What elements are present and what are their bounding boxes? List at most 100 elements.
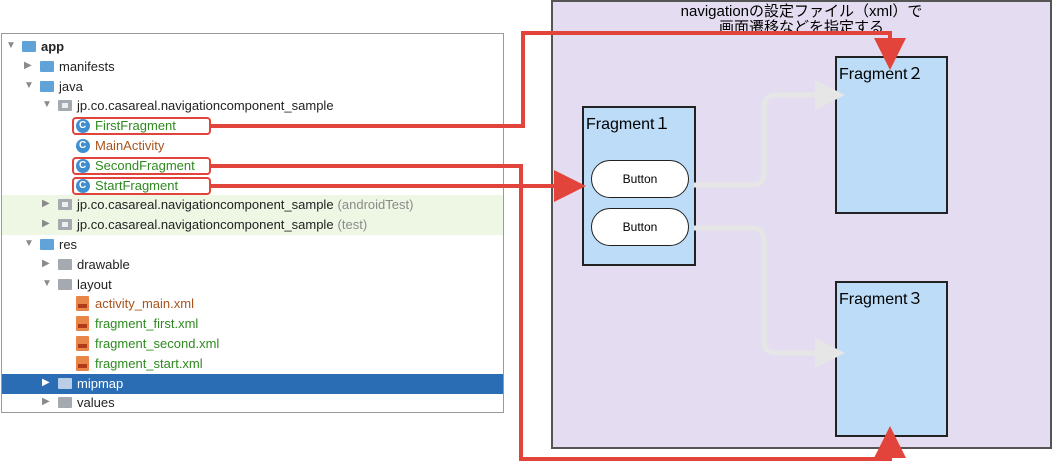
expand-arrow-icon[interactable]: ▼ [42, 277, 52, 289]
tree-row-suffix: (test) [337, 217, 368, 233]
collapse-arrow-icon[interactable]: ▶ [24, 59, 32, 71]
tree-row-label: activity_main.xml [95, 296, 194, 311]
tree-row-label: fragment_second.xml [95, 336, 219, 351]
package-icon [58, 219, 72, 231]
tree-row-label: StartFragment [95, 178, 178, 193]
tree-row-label-text: fragment_start.xml [95, 355, 203, 371]
folder-icon [58, 377, 72, 389]
package-icon [58, 100, 72, 112]
folder-icon [58, 278, 72, 290]
tree-row-label-text: fragment_second.xml [95, 336, 220, 351]
class-icon [76, 178, 90, 193]
tree-row-label: jp.co.casareal.navigationcomponent_sampl… [77, 98, 334, 113]
fragment-1-button-2[interactable]: Button [591, 208, 689, 246]
collapse-arrow-icon[interactable]: ▶ [42, 376, 50, 388]
tree-row[interactable]: ▼ app [2, 37, 503, 57]
tree-row[interactable]: fragment_first.xml [2, 314, 503, 334]
collapse-arrow-icon[interactable]: ▶ [42, 218, 50, 230]
collapse-arrow-icon[interactable]: ▶ [42, 198, 50, 210]
tree-row-label-text: java [59, 78, 83, 94]
tree-row-label: fragment_first.xml [95, 316, 198, 331]
tree-row-label: java [59, 79, 83, 94]
tree-row-label: MainActivity [95, 138, 164, 153]
navigation-title-line1: navigationの設定ファイル（xml）で [680, 3, 923, 20]
tree-row-label: SecondFragment [95, 158, 195, 173]
tree-row[interactable]: ▶ values [2, 393, 503, 412]
expand-arrow-icon[interactable]: ▼ [42, 99, 52, 111]
fragment-1-button-1[interactable]: Button [591, 160, 689, 198]
tree-row-label-text: fragment_first.xml [95, 316, 199, 332]
tree-row-label: app [41, 39, 64, 54]
tree-row[interactable]: ▶ jp.co.casareal.navigationcomponent_samp… [2, 195, 503, 216]
tree-row-label: jp.co.casareal.navigationcomponent_sampl… [77, 197, 413, 212]
tree-row-label: manifests [59, 59, 115, 74]
tree-row-label-text: mipmap [77, 375, 124, 391]
tree-row-label-text: jp.co.casareal.navigationcomponent_sampl… [77, 98, 334, 114]
fragment-1-label: Fragment１ [586, 116, 671, 133]
tree-row[interactable]: activity_main.xml [2, 294, 503, 314]
tree-row[interactable]: fragment_start.xml [2, 354, 503, 374]
fragment-2-box: Fragment２ [835, 56, 948, 214]
tree-row-label: values [77, 395, 115, 410]
tree-row[interactable]: ▼ res [2, 235, 503, 255]
tree-row-label: res [59, 237, 77, 252]
navigation-title-line2: 画面遷移などを指定する [718, 19, 884, 36]
tree-row-label-text: jp.co.casareal.navigationcomponent_sampl… [77, 217, 334, 233]
expand-arrow-icon[interactable]: ▼ [24, 238, 34, 249]
class-icon [76, 158, 90, 173]
collapse-arrow-icon[interactable]: ▶ [42, 257, 50, 269]
folder-icon [40, 60, 54, 72]
tree-row[interactable]: ▼ jp.co.casareal.navigationcomponent_samp… [2, 96, 503, 116]
tree-row[interactable]: fragment_second.xml [2, 334, 503, 354]
highlight-box [72, 156, 211, 175]
folder-icon [40, 239, 54, 250]
fragment-2-label: Fragment２ [839, 66, 924, 83]
fragment-1-box: Fragment１ Button Button [582, 106, 696, 266]
tree-row-label: mipmap [77, 376, 123, 391]
tree-row[interactable]: ▼ java [2, 77, 503, 97]
folder-icon [58, 397, 72, 409]
tree-row-label-text: MainActivity [95, 138, 165, 153]
fragment-3-label: Fragment３ [839, 291, 924, 308]
project-tree-panel: ▼ app ▶ manifests ▼ java ▼ jp.co.casareal.navig… [1, 33, 504, 413]
class-icon [76, 139, 90, 153]
tree-row-label-text: app [41, 39, 65, 54]
collapse-arrow-icon[interactable]: ▶ [42, 396, 50, 408]
tree-row[interactable]: ▼ layout [2, 275, 503, 295]
tree-row-label-text: layout [77, 276, 112, 292]
tree-row-label: jp.co.casareal.navigationcomponent_sampl… [77, 217, 367, 232]
xml-file-icon [76, 316, 89, 332]
tree-row-label-text: res [59, 237, 78, 252]
tree-row[interactable]: ▶ mipmap [2, 373, 503, 394]
tree-row[interactable]: MainActivity [2, 136, 503, 156]
tree-row-label-text: manifests [59, 58, 115, 74]
package-icon [58, 199, 72, 211]
highlight-box [72, 176, 211, 195]
tree-row[interactable]: SecondFragment [2, 156, 503, 176]
tree-row[interactable]: ▶ manifests [2, 57, 503, 77]
tree-row[interactable]: ▶ drawable [2, 255, 503, 275]
tree-row-label: layout [77, 277, 112, 292]
tree-row-label-text: drawable [77, 256, 130, 272]
tree-row-label-text: jp.co.casareal.navigationcomponent_sampl… [77, 197, 334, 213]
tree-row-label: fragment_start.xml [95, 356, 203, 371]
folder-icon [40, 80, 54, 92]
expand-arrow-icon[interactable]: ▼ [6, 40, 16, 51]
folder-icon [22, 41, 36, 52]
tree-row[interactable]: ▶ jp.co.casareal.navigationcomponent_samp… [2, 215, 503, 236]
tree-row-label-text: values [77, 395, 115, 411]
tree-row-label-text: StartFragment [95, 177, 179, 193]
tree-row-label-text: activity_main.xml [95, 296, 194, 312]
xml-file-icon [76, 355, 89, 371]
expand-arrow-icon[interactable]: ▼ [24, 79, 34, 91]
tree-row-label: FirstFragment [95, 118, 176, 133]
highlight-box [72, 117, 211, 136]
class-icon [76, 119, 90, 134]
folder-icon [58, 258, 72, 270]
xml-file-icon [76, 296, 89, 312]
xml-file-icon [76, 336, 89, 351]
navigation-title: navigationの設定ファイル（xml）で 画面遷移などを指定する [551, 4, 1052, 36]
tree-row[interactable]: FirstFragment [2, 116, 503, 136]
tree-row-label-text: SecondFragment [95, 157, 195, 173]
tree-row[interactable]: StartFragment [2, 176, 503, 196]
